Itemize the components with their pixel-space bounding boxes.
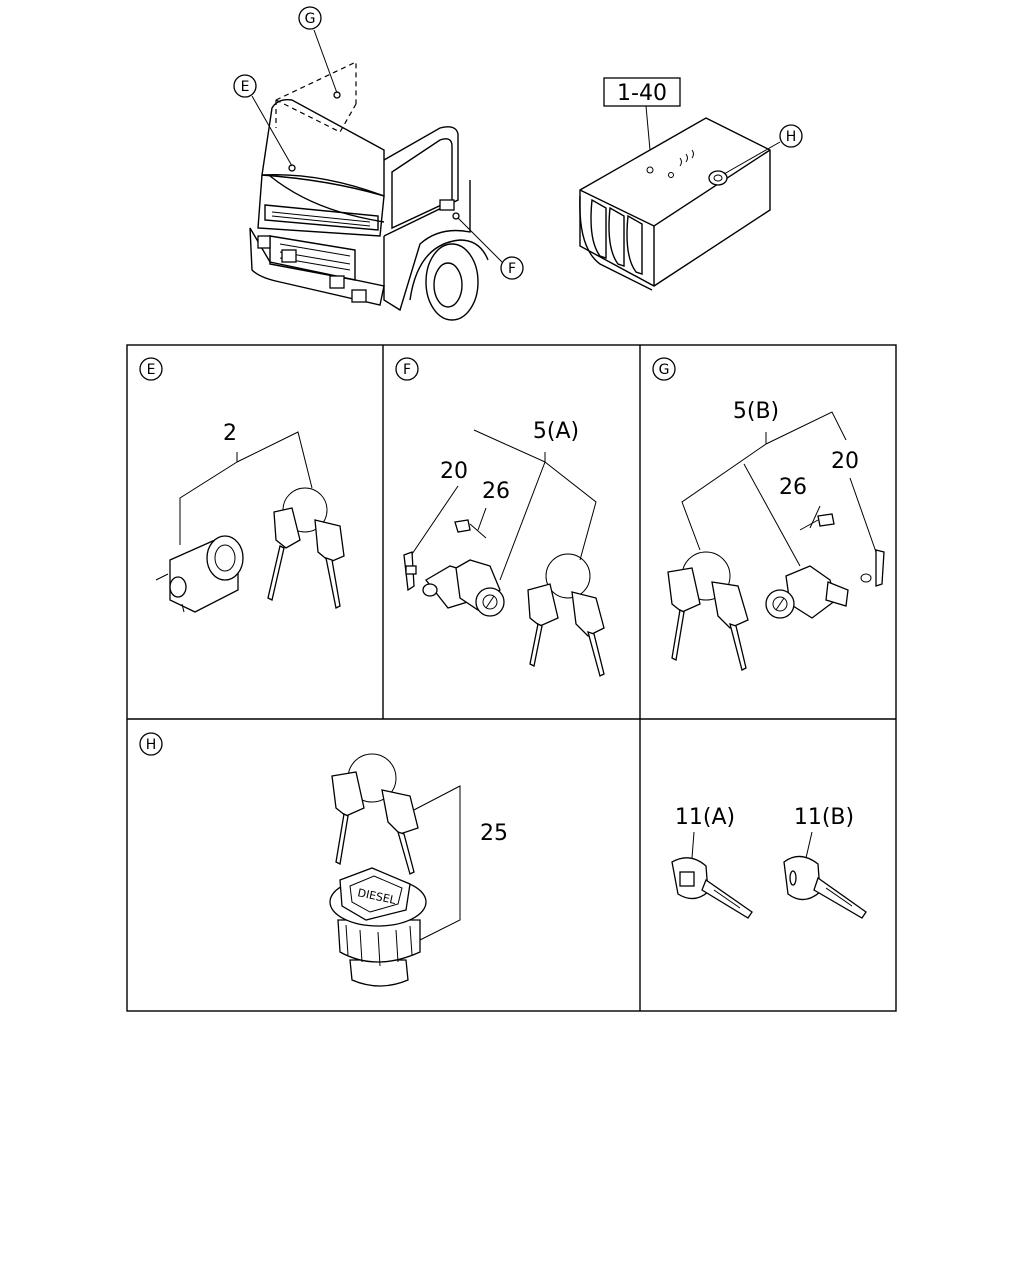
blank-key-11a [671,857,753,919]
svg-text:F: F [403,362,411,378]
part-label-11a: 11(A) [675,805,735,830]
blank-key-11b [783,855,867,919]
panel-f-tag: F [395,357,419,381]
panel-g-tag: G [652,357,676,381]
svg-text:E: E [241,79,250,95]
panel-keys: 11(A) 11(B) [671,805,867,919]
callout-g-top: G [298,6,322,30]
part-label-11b: 11(B) [794,805,854,830]
door-lock-cylinder-f [422,559,505,617]
callout-h-top: H [779,124,803,148]
fuel-filler-cap: DIESEL [329,867,427,987]
fuel-tank-illustration [579,105,781,291]
key-set-f [527,553,605,677]
svg-text:H: H [146,737,157,753]
part-label-5a: 5(A) [533,419,579,444]
svg-text:H: H [786,129,797,145]
reference-box-1-40: 1-40 [603,77,681,107]
svg-text:E: E [147,362,156,378]
part-label-26-f: 26 [482,479,510,504]
key-set-e [267,487,345,609]
svg-text:G: G [659,362,670,378]
ignition-lock-cylinder [155,535,244,613]
callout-e-top: E [233,74,257,98]
door-lock-cylinder-g [765,565,849,619]
panel-h: H 25 DIESEL [139,732,508,987]
callout-f-top: F [500,256,524,280]
part-label-25: 25 [480,821,508,846]
part-label-20-g: 20 [831,449,859,474]
svg-text:F: F [508,261,516,277]
panel-e-tag: E [139,357,163,381]
panel-g: G 5(B) 26 20 [652,357,885,671]
truck-cab-illustration [249,29,503,321]
panel-h-tag: H [139,732,163,756]
part-label-2: 2 [223,421,237,446]
svg-text:G: G [305,11,316,27]
panel-e: E 2 [139,357,345,613]
part-label-20-f: 20 [440,459,468,484]
key-set-g [667,551,749,671]
part-label-5b: 5(B) [733,399,779,424]
key-set-h [331,753,419,875]
svg-text:1-40: 1-40 [617,81,667,106]
panel-grid [126,344,897,1012]
panel-f: F 5(A) 20 26 [395,357,605,677]
part-label-26-g: 26 [779,475,807,500]
